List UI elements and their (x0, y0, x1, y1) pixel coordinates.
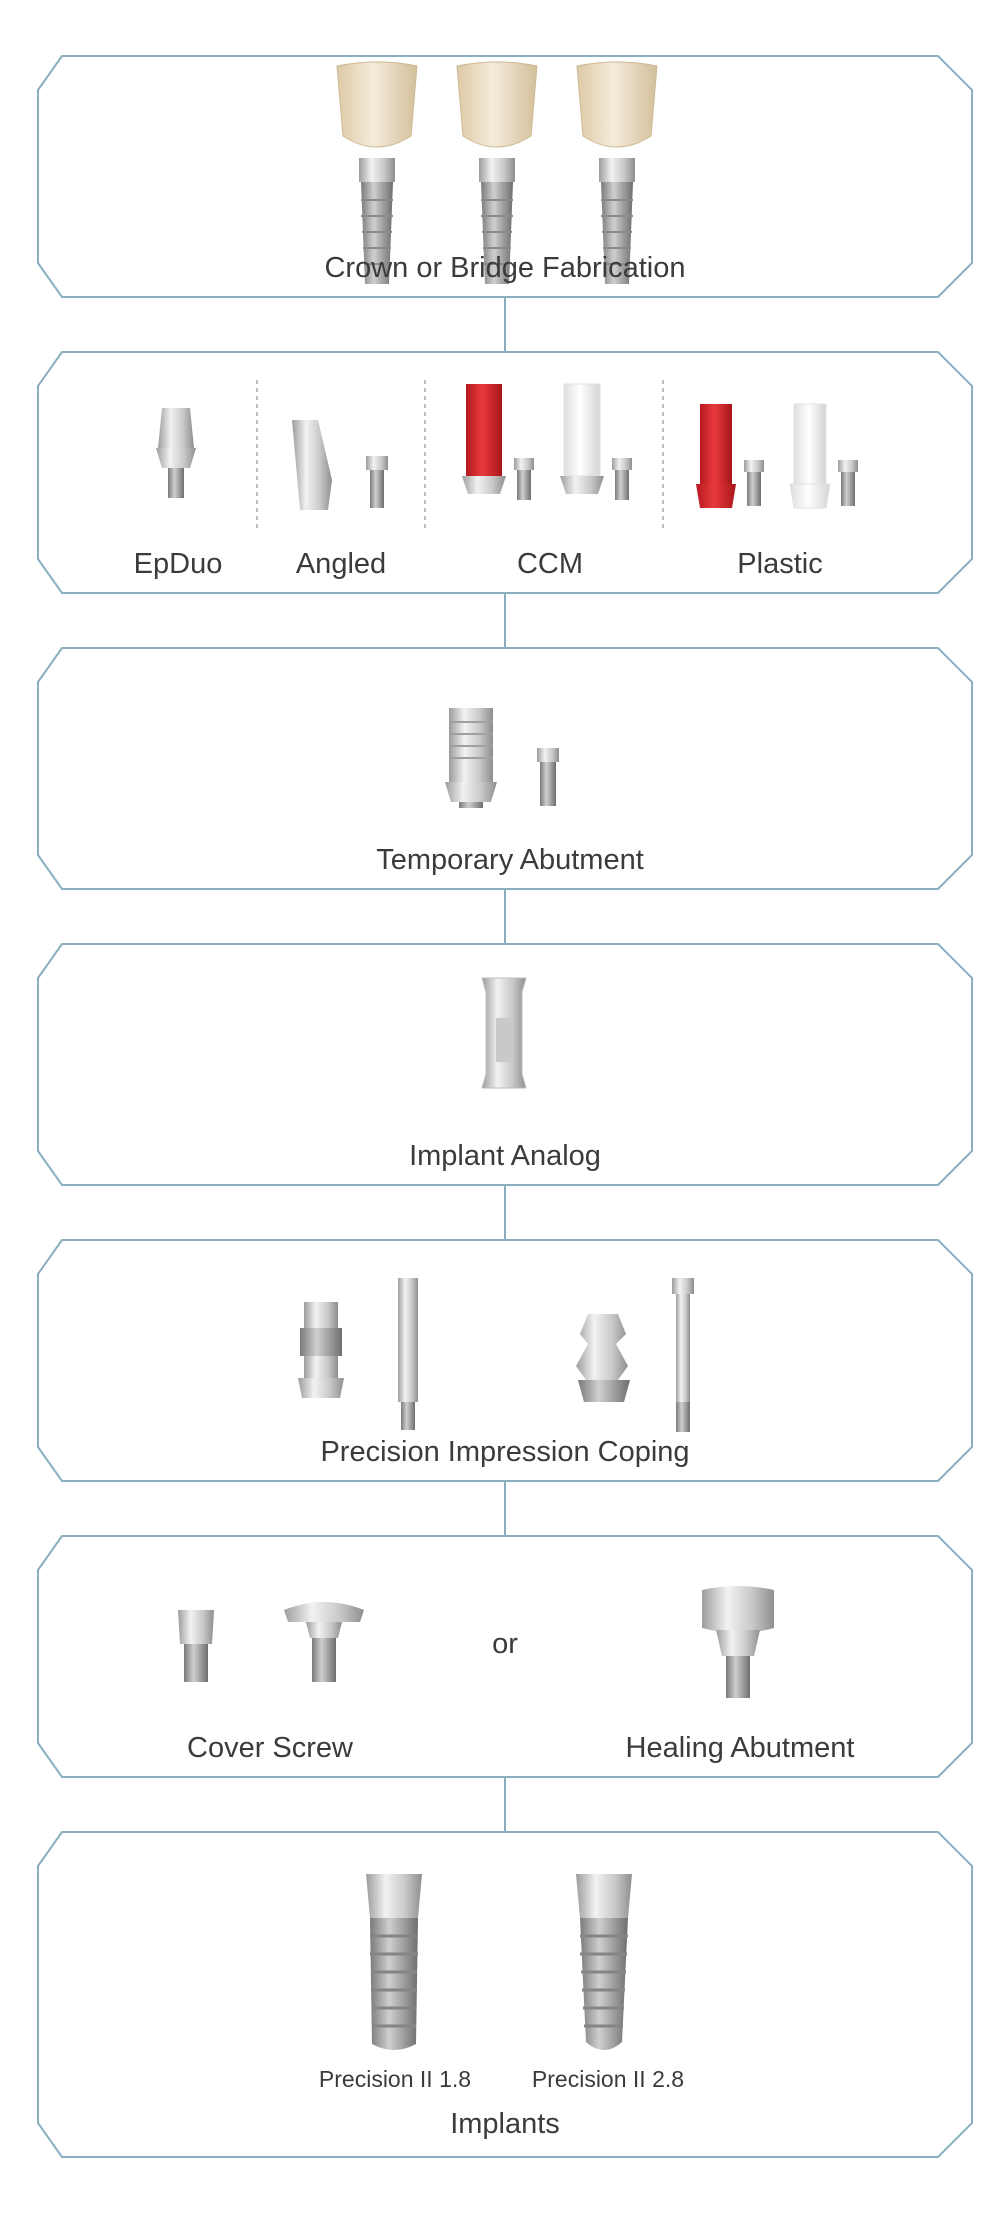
healing-abutment-label: Healing Abutment (625, 1732, 855, 1764)
stage-title-implant-analog: Implant Analog (409, 1140, 601, 1172)
healing-abutment-illustration (702, 1586, 774, 1698)
stage-title-implants: Implants (450, 2108, 560, 2140)
option-dividers (256, 380, 664, 532)
cover-screw-illustration (178, 1602, 364, 1682)
implant-analog-illustration (481, 977, 527, 1089)
implant-illustration (366, 1874, 632, 2050)
temporary-abutment-illustration (445, 708, 559, 808)
or-connector-label: or (492, 1628, 518, 1660)
option-label-plastic: Plastic (737, 548, 823, 580)
stage-title-impression-coping: Precision Impression Coping (320, 1436, 690, 1468)
frame-restoration-options (37, 351, 973, 594)
stage-frames (37, 55, 973, 2158)
ccm-abutment-illustration (462, 383, 632, 500)
angled-abutment-illustration (292, 420, 388, 510)
implant-variant-2-label: Precision II 2.8 (531, 2066, 685, 2092)
option-label-angled: Angled (295, 548, 387, 580)
crown-on-implant-illustration (336, 61, 658, 284)
stage-title-temporary-abutment: Temporary Abutment (376, 844, 644, 876)
epduo-abutment-illustration (156, 408, 196, 498)
option-label-ccm: CCM (516, 548, 584, 580)
frame-implants (37, 1831, 973, 2158)
frame-impression-coping (37, 1239, 973, 1482)
plastic-abutment-illustration (696, 403, 858, 509)
stage-title-crown: Crown or Bridge Fabrication (324, 252, 686, 284)
option-label-epduo: EpDuo (133, 548, 223, 580)
frame-temporary-abutment (37, 647, 973, 890)
impression-coping-illustration (298, 1278, 694, 1432)
implant-variant-1-label: Precision II 1.8 (318, 2066, 472, 2092)
cover-screw-label: Cover Screw (187, 1732, 353, 1764)
